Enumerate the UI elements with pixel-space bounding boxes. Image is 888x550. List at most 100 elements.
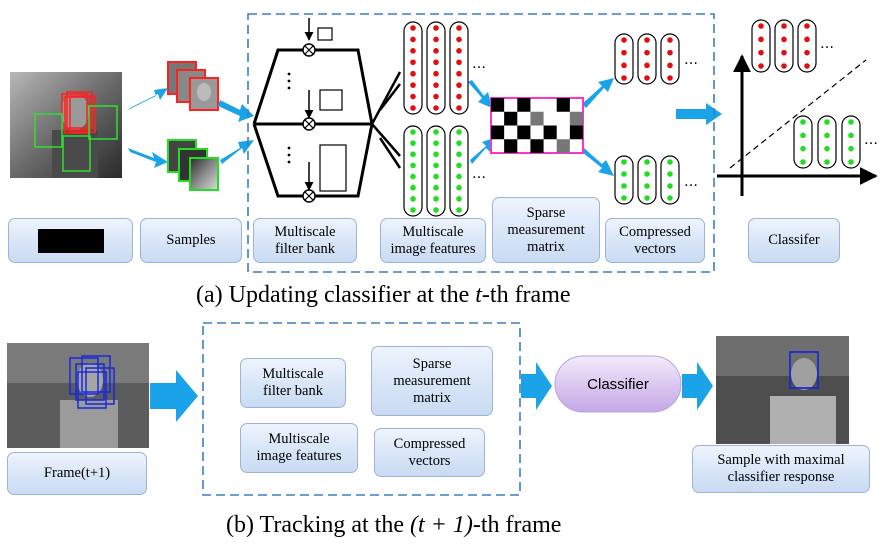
compressed-column-negative — [637, 155, 657, 205]
vector-dot — [410, 70, 416, 77]
panel-a-dashed-frame — [247, 13, 715, 273]
vector-dot — [410, 207, 416, 213]
vector-dot — [621, 62, 627, 69]
vector-dot — [433, 173, 439, 180]
vector-dot — [758, 36, 764, 43]
classifier-cluster-positive — [797, 19, 817, 73]
classifier-cluster-negative — [793, 115, 813, 169]
vector-dot — [781, 23, 787, 29]
vector-dot — [667, 171, 673, 177]
vector-dot — [456, 82, 462, 88]
matrix-cell — [517, 98, 531, 112]
vector-dot — [433, 207, 439, 213]
vector-dot — [456, 207, 462, 213]
arrow-neg-to-filter — [220, 140, 254, 164]
arrow-to-negative — [128, 148, 168, 168]
caption-a: (a) Updating classifier at the t-th fram… — [196, 282, 571, 308]
compressed-column-negative — [660, 155, 680, 205]
vector-dot — [644, 37, 650, 43]
arrow-box-to-classifier — [521, 362, 552, 410]
vector-dot — [410, 162, 416, 169]
vector-dot — [800, 145, 806, 152]
vector-dot — [781, 63, 787, 69]
vector-dot — [848, 145, 854, 152]
vector-dot — [433, 140, 439, 146]
classifier-ellipsis-pos: … — [820, 36, 834, 52]
feature-ellipsis-neg: … — [472, 166, 486, 182]
vector-dot — [433, 196, 439, 202]
vector-dot — [433, 151, 439, 158]
classifier-capsule — [554, 355, 682, 413]
vector-dot — [781, 49, 787, 56]
vector-dot — [410, 151, 416, 158]
arrow-to-classifier — [676, 103, 722, 125]
image-feature-column-negative — [426, 125, 446, 217]
samples-label: Samples — [140, 218, 242, 263]
vector-dot — [456, 184, 462, 191]
vector-dot — [804, 63, 810, 69]
redacted-block — [37, 228, 104, 253]
vector-dot — [781, 36, 787, 43]
matrix-cell — [543, 125, 557, 140]
vector-dot — [667, 195, 673, 201]
vector-dot — [456, 129, 462, 135]
compressed-ellipsis-pos: … — [684, 52, 698, 68]
vector-dot — [758, 49, 764, 56]
vector-dot — [804, 49, 810, 56]
classifier-ellipsis-neg: … — [864, 132, 878, 148]
vector-dot — [433, 162, 439, 169]
vector-dot — [410, 93, 416, 100]
image-features-label: Multiscale image features — [380, 218, 486, 263]
vector-dot — [644, 75, 650, 81]
vector-dot — [456, 196, 462, 202]
vector-dot — [667, 49, 673, 56]
vector-dot — [456, 162, 462, 169]
vector-dot — [848, 119, 854, 125]
vector-dot — [456, 25, 462, 31]
arrow-features-to-matrix-bottom — [470, 138, 494, 164]
vector-dot — [800, 132, 806, 139]
vector-dot — [433, 93, 439, 100]
vector-dot — [804, 23, 810, 29]
vector-dot — [410, 48, 416, 54]
arrow-matrix-to-pos-vec — [582, 78, 614, 108]
result-label: Sample with maximal classifier response — [692, 445, 870, 493]
vector-dot — [667, 62, 673, 69]
classifier-cluster-negative — [817, 115, 837, 169]
candidate-sample-boxes — [69, 355, 115, 409]
matrix-cell — [491, 125, 505, 140]
vector-dot — [433, 48, 439, 54]
negative-sample-boxes — [34, 105, 118, 172]
sparse-measurement-matrix-graphic — [490, 97, 584, 154]
redacted-frame-label — [8, 218, 133, 263]
caption-b: (b) Tracking at the (t + 1)-th frame — [226, 512, 562, 538]
matrix-cell — [517, 125, 531, 140]
image-feature-column-negative — [403, 125, 423, 217]
matrix-cell — [530, 111, 544, 126]
vector-dot — [644, 62, 650, 69]
vector-dot — [667, 159, 673, 165]
vector-dot — [433, 105, 439, 111]
positive-sample-boxes — [61, 91, 96, 134]
vector-dot — [644, 171, 650, 177]
vector-dot — [824, 119, 830, 125]
vector-dot — [433, 82, 439, 88]
matrix-cell — [491, 98, 505, 112]
vector-dot — [621, 183, 627, 189]
vector-dot — [433, 184, 439, 191]
vector-dot — [410, 25, 416, 31]
input-frame-image — [10, 72, 122, 178]
vector-dot — [848, 132, 854, 139]
decision-boundary — [729, 59, 867, 169]
compressed-ellipsis-neg: … — [684, 174, 698, 190]
filter-bank-ellipsis — [287, 72, 291, 164]
filter-bank-label-b: Multiscale filter bank — [240, 358, 346, 408]
vector-dot — [456, 151, 462, 158]
matrix-cell — [556, 139, 570, 153]
feature-ellipsis-pos: … — [472, 56, 486, 72]
arrow-to-positive — [128, 88, 168, 110]
vector-dot — [621, 159, 627, 165]
vector-dot — [804, 36, 810, 43]
vector-dot — [410, 140, 416, 146]
vector-dot — [456, 36, 462, 43]
